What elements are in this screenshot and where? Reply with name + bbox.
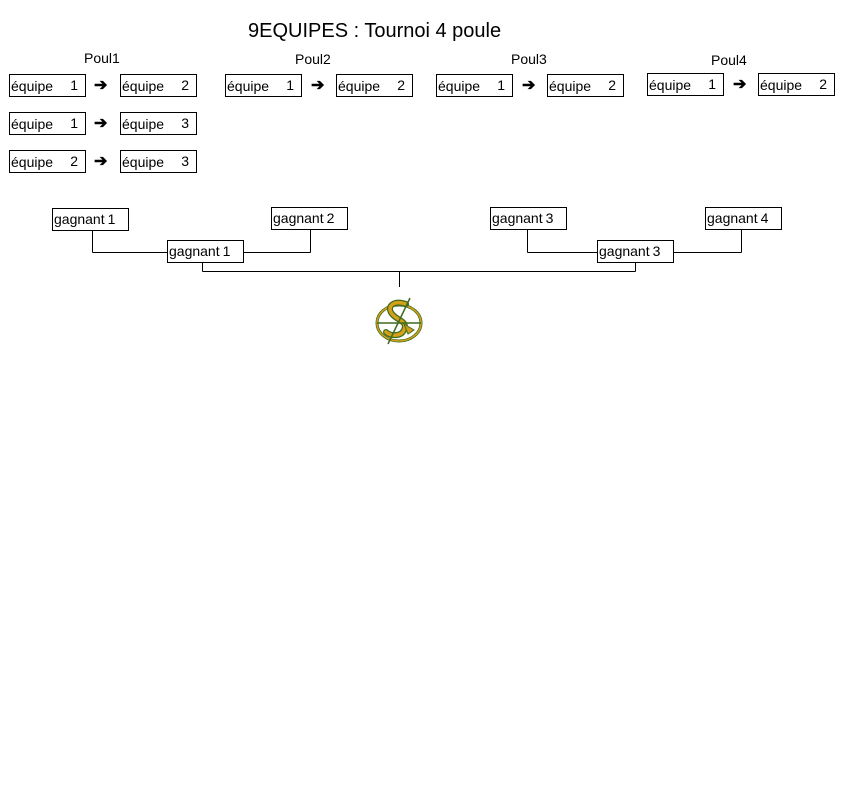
- winner-label: gagnant: [707, 210, 758, 226]
- trophy-emblem-icon: [375, 297, 423, 345]
- poule-1-match-1-team-b: équipe 2: [120, 74, 197, 97]
- poule-1-match-2-team-a: équipe 1: [9, 112, 86, 135]
- team-label: équipe: [438, 78, 481, 94]
- winner-number: 3: [545, 210, 554, 226]
- poule-1-title: Poul1: [84, 50, 120, 66]
- team-label: équipe: [122, 154, 165, 170]
- team-label: équipe: [760, 77, 803, 93]
- winner-label: gagnant: [54, 211, 105, 227]
- page-title: 9EQUIPES : Tournoi 4 poule: [248, 20, 502, 42]
- arrow-right-icon: ➔: [311, 77, 325, 94]
- team-number: 2: [608, 77, 616, 93]
- team-number: 2: [397, 77, 405, 93]
- poule-4-title: Poul4: [711, 52, 747, 68]
- winner-number: 1: [222, 243, 231, 259]
- arrow-right-icon: ➔: [733, 76, 747, 93]
- arrow-right-icon: ➔: [94, 153, 108, 170]
- team-label: équipe: [122, 78, 165, 94]
- team-label: équipe: [338, 78, 381, 94]
- winner-number: 1: [107, 211, 116, 227]
- team-label: équipe: [549, 78, 592, 94]
- poule-2-match-1-team-b: équipe 2: [336, 74, 413, 97]
- team-number: 1: [70, 115, 78, 131]
- winner-label: gagnant: [169, 243, 220, 259]
- team-label: équipe: [11, 116, 54, 132]
- winner-label: gagnant: [492, 210, 543, 226]
- winner-label: gagnant: [599, 243, 650, 259]
- arrow-right-icon: ➔: [522, 77, 536, 94]
- poule-4-match-1-team-a: équipe 1: [647, 73, 724, 96]
- arrow-right-icon: ➔: [94, 77, 108, 94]
- winner-number: 3: [652, 243, 661, 259]
- poule-4-match-1-team-b: équipe 2: [758, 73, 835, 96]
- team-number: 1: [70, 77, 78, 93]
- poule-1-match-2-team-b: équipe 3: [120, 112, 197, 135]
- winner-label: gagnant: [273, 210, 324, 226]
- team-label: équipe: [649, 77, 692, 93]
- team-number: 1: [286, 77, 294, 93]
- team-number: 3: [181, 153, 189, 169]
- team-number: 2: [70, 153, 78, 169]
- arrow-right-icon: ➔: [94, 115, 108, 132]
- team-label: équipe: [122, 116, 165, 132]
- poule-2-match-1-team-a: équipe 1: [225, 74, 302, 97]
- team-number: 1: [497, 77, 505, 93]
- winner-number: 4: [760, 210, 769, 226]
- poule-1-match-3-team-b: équipe 3: [120, 150, 197, 173]
- team-number: 1: [708, 76, 716, 92]
- poule-3-match-1-team-a: équipe 1: [436, 74, 513, 97]
- poule-3-title: Poul3: [511, 51, 547, 67]
- team-label: équipe: [11, 78, 54, 94]
- team-label: équipe: [227, 78, 270, 94]
- poule-3-match-1-team-b: équipe 2: [547, 74, 624, 97]
- winner-number: 2: [326, 210, 335, 226]
- team-number: 3: [181, 115, 189, 131]
- team-label: équipe: [11, 154, 54, 170]
- poule-1-match-1-team-a: équipe 1: [9, 74, 86, 97]
- team-number: 2: [181, 77, 189, 93]
- poule-1-match-3-team-a: équipe 2: [9, 150, 86, 173]
- team-number: 2: [819, 76, 827, 92]
- poule-2-title: Poul2: [295, 51, 331, 67]
